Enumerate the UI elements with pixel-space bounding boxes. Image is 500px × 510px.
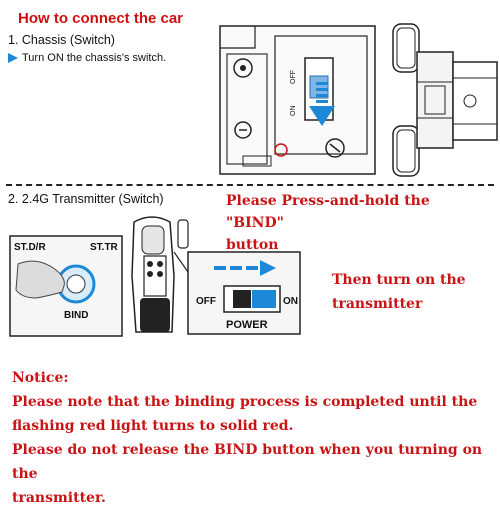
bind-instruction-line1: Please Press-and-hold the "BIND" <box>226 193 430 231</box>
st-dr-label: ST.D/R <box>14 242 46 253</box>
chassis-switch-knob <box>309 75 329 99</box>
chassis-frame <box>219 25 376 175</box>
chassis-switch-on-label: ON <box>290 106 297 117</box>
power-instruction: Then turn on the transmitter <box>332 268 492 316</box>
right-arrow-icon <box>214 260 276 276</box>
bind-instruction-line2: button <box>226 237 279 253</box>
power-switch-knob <box>252 290 276 308</box>
power-instruction-line1: Then turn on the <box>332 272 466 288</box>
screw-icon <box>325 138 345 158</box>
power-instruction-line2: transmitter <box>332 296 423 312</box>
bind-instruction: Please Press-and-hold the "BIND" button <box>226 190 486 256</box>
power-label: POWER <box>226 319 268 331</box>
notice-line: flashing red light turns to solid red. <box>12 418 294 434</box>
notice-line: Please do not release the BIND button wh… <box>12 442 483 482</box>
rc-car-icon <box>392 23 498 177</box>
step2-heading: 2. 2.4G Transmitter (Switch) <box>8 192 164 206</box>
st-tr-label: ST.TR <box>90 242 119 253</box>
power-off-label: OFF <box>196 296 216 307</box>
finger-icon <box>15 260 65 299</box>
chassis-switch-off-label: OFF <box>290 70 297 84</box>
notice-line: Please note that the binding process is … <box>12 394 478 410</box>
step1-heading: 1. Chassis (Switch) <box>8 33 115 47</box>
notice-block: Notice: Please note that the binding pro… <box>12 366 494 510</box>
section-divider <box>6 184 494 186</box>
transmitter-illustration: ST.D/R ST.TR BIND OFF ON POWER <box>9 216 301 337</box>
bind-label: BIND <box>64 310 88 321</box>
notice-heading: Notice: <box>12 370 69 386</box>
play-triangle-icon <box>8 53 18 63</box>
step1-instruction-text: Turn ON the chassis's switch. <box>22 52 167 64</box>
screw-icon <box>233 58 253 78</box>
transmitter-icon <box>131 216 189 333</box>
step1-instruction: Turn ON the chassis's switch. <box>8 52 166 64</box>
screw-icon <box>234 121 252 139</box>
chassis-switch-illustration: OFF ON <box>219 23 498 177</box>
power-on-label: ON <box>283 296 298 307</box>
page-title: How to connect the car <box>18 10 184 27</box>
down-arrow-icon <box>309 82 335 126</box>
notice-line: transmitter. <box>12 490 106 506</box>
